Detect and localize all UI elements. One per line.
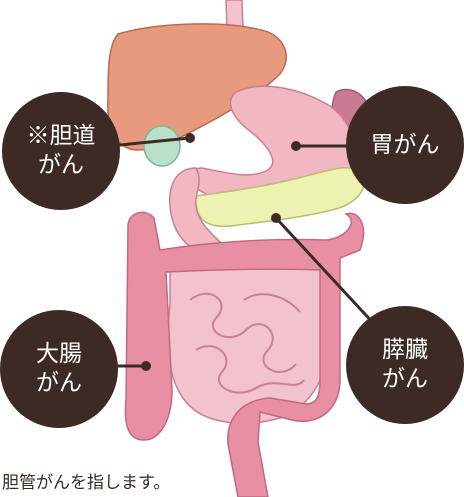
label-bile-duct-cancer: ※胆道 がん bbox=[2, 92, 120, 210]
label-bile-duct-line2: がん bbox=[38, 151, 84, 180]
label-pancreas-line1: 膵臓 bbox=[382, 336, 428, 365]
leader-line-bile bbox=[110, 138, 190, 146]
footnote: 胆管がんを指します。 bbox=[2, 468, 170, 493]
label-colon-line2: がん bbox=[36, 369, 82, 398]
label-colon-cancer: 大腸 がん bbox=[0, 310, 118, 428]
leader-dot-colon bbox=[141, 361, 151, 371]
label-pancreatic-cancer: 膵臓 がん bbox=[346, 306, 464, 424]
label-stomach-line1: 胃がん bbox=[371, 131, 440, 160]
leader-dot-pancreas bbox=[271, 213, 281, 223]
label-bile-duct-line1: ※胆道 bbox=[27, 122, 96, 151]
leader-dot-bile bbox=[185, 133, 195, 143]
label-stomach-cancer: 胃がん bbox=[346, 86, 464, 204]
leader-dot-stomach bbox=[291, 141, 301, 151]
label-colon-line1: 大腸 bbox=[36, 340, 82, 369]
leader-line-pancreas bbox=[276, 218, 376, 326]
label-pancreas-line2: がん bbox=[382, 365, 428, 394]
